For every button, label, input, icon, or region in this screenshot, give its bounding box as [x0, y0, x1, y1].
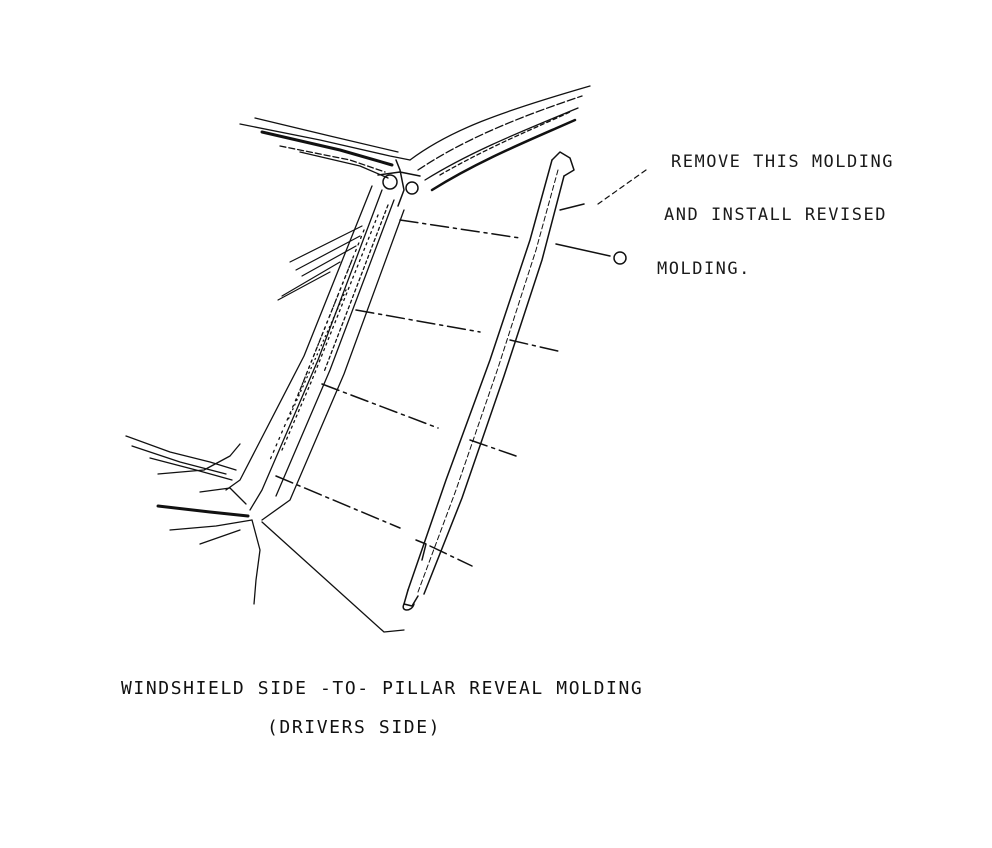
reveal-molding: [402, 151, 575, 611]
installation-guide-lines: [275, 219, 563, 567]
diagram-caption-subtitle: (DRIVERS SIDE): [267, 717, 442, 738]
diagram-caption-title: WINDSHIELD SIDE -TO- PILLAR REVEAL MOLDI…: [121, 678, 644, 699]
callout-line-remove: REMOVE THIS MOLDING: [671, 152, 894, 172]
callout-line-install: AND INSTALL REVISED: [664, 205, 887, 225]
cowl-lower-left: [125, 435, 261, 605]
roof-rail-left: [239, 117, 411, 179]
pillar-leader-line: [261, 521, 405, 633]
roof-rail-right: [409, 85, 591, 192]
corner-joint: [377, 159, 421, 207]
pillar-hatching-upper: [277, 225, 363, 301]
callout-line-molding: MOLDING.: [657, 259, 751, 279]
windshield-pillar: [225, 185, 405, 521]
callout-pointer: [597, 169, 647, 205]
molding-clip: [555, 203, 627, 265]
